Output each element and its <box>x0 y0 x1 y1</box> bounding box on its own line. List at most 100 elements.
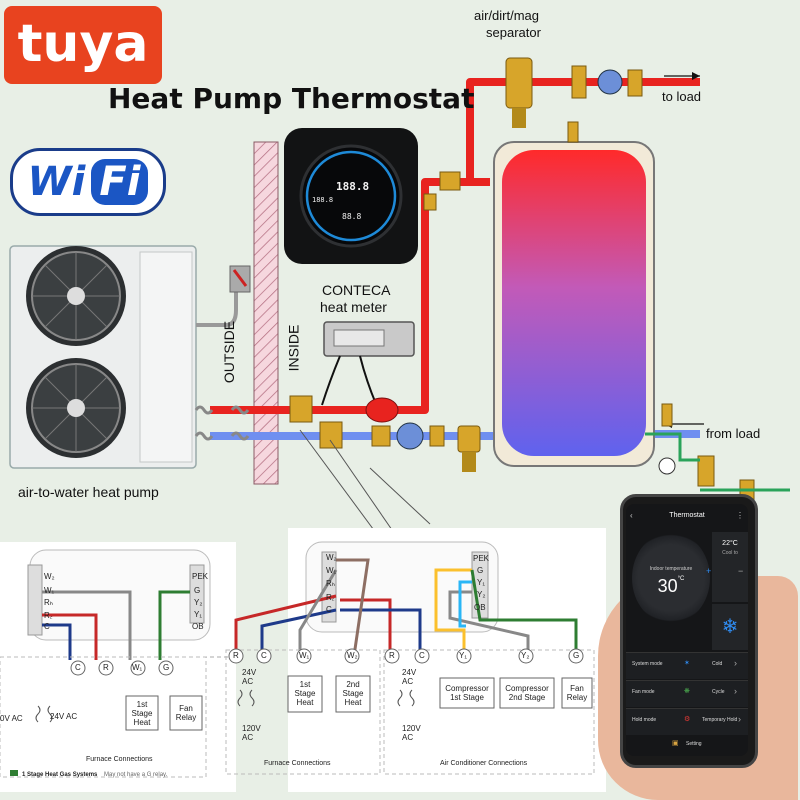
row-system-mode-label: System mode <box>632 661 663 667</box>
chevron-right-icon: › <box>734 658 737 668</box>
mid-node-c-1: C <box>261 651 267 660</box>
mid-ac-caption: Air Conditioner Connections <box>440 760 528 767</box>
wall <box>253 141 279 485</box>
row-hold-mode-label: Hold mode <box>632 717 657 723</box>
setpoint-panel <box>712 532 748 602</box>
thermostat-device <box>284 128 418 264</box>
indoor-dial <box>632 532 710 624</box>
mid-terminal-pek: PEK <box>473 554 490 563</box>
left-box-fan-relay: Fan Relay <box>175 704 197 722</box>
mid-volt-120-2: 120V AC <box>402 724 421 742</box>
mid-box-2nd-stage-heat: 2nd Stage Heat <box>342 680 364 707</box>
indoor-value: 30°C <box>657 576 685 596</box>
mid-terminal-rh: Rₕ <box>326 579 336 588</box>
left-node-w1: W₁ <box>132 663 143 672</box>
mid-box-compressor-2nd: Compressor 2nd Stage <box>505 684 549 702</box>
left-terminal-g: G <box>194 586 201 595</box>
separator-label-1: air/dirt/mag <box>474 8 540 23</box>
left-caption: Furnace Connections <box>86 756 153 763</box>
phone-screen: Thermostat ‹ ⋮ Indoor temperature 30°C 2… <box>626 504 748 756</box>
thermostat-display-bottom: 88.8 <box>342 212 362 221</box>
back-icon[interactable]: ‹ <box>630 511 633 520</box>
row-fan-mode[interactable]: Fan mode ❋ Cycle › <box>626 680 748 707</box>
left-volt-left: 0V AC <box>0 714 23 723</box>
mid-node-r-1: R <box>233 651 239 660</box>
separator-label-2: separator <box>486 25 541 40</box>
cube-icon: ▣ <box>672 740 679 747</box>
setpoint-label: Cool to <box>722 550 738 556</box>
thermostat-display-top: 188.8 <box>336 180 370 193</box>
left-volt-24: 24V AC <box>50 712 78 721</box>
mid-node-c-2: C <box>419 651 425 660</box>
chevron-right-icon: › <box>734 686 737 696</box>
mid-node-w2: W₂ <box>347 651 358 660</box>
legend-text: 1 Stage Heat Gas Systems <box>22 772 98 778</box>
mid-terminal-y1: Y₁ <box>477 578 486 587</box>
to-load-label: to load <box>662 89 702 104</box>
storage-tank <box>493 141 655 467</box>
setpoint-value: 22°C <box>722 540 738 547</box>
row-hold-mode-value: Temporary Hold <box>702 717 738 723</box>
mid-terminal-g: G <box>477 566 484 575</box>
left-node-r: R <box>103 663 109 672</box>
mid-node-r-2: R <box>389 651 395 660</box>
mid-terminal-ob: OB <box>474 603 486 612</box>
left-node-g: G <box>163 663 170 672</box>
mid-node-y1: Y₁ <box>459 651 468 660</box>
indoor-label: Indoor temperature <box>649 566 693 572</box>
left-terminal-y2: Y₂ <box>194 598 203 607</box>
mid-furnace-caption: Furnace Connections <box>264 760 331 767</box>
row-system-mode-value: Cold <box>712 661 723 667</box>
phone-header: Thermostat <box>669 512 705 519</box>
mid-box-compressor-1st: Compressor 1st Stage <box>445 684 489 702</box>
mid-terminal-y2: Y₂ <box>477 590 486 599</box>
mid-volt-120-1: 120V AC <box>242 724 261 742</box>
mid-volt-24-2: 24V AC <box>402 668 417 686</box>
decrease-icon[interactable]: − <box>738 566 744 576</box>
left-terminal-w1: W₁ <box>44 586 55 595</box>
more-icon[interactable]: ⋮ <box>736 511 744 520</box>
mid-terminal-w2: W₂ <box>326 553 337 562</box>
left-terminal-rh: Rₕ <box>44 598 54 607</box>
row-hold-mode[interactable]: Hold mode ⚙ Temporary Hold › <box>626 708 748 735</box>
thermostat-display-mid: 188.8 <box>312 196 334 204</box>
fan-icon: ❋ <box>684 688 690 695</box>
row-system-mode[interactable]: System mode ✶ Cold › <box>626 652 748 679</box>
from-load-label: from load <box>706 426 761 441</box>
mid-node-w1: W₁ <box>299 651 310 660</box>
increase-icon[interactable]: + <box>706 566 712 576</box>
settings-label: Setting <box>686 741 702 747</box>
pipe-fittings <box>289 395 755 501</box>
heat-meter-label-1: CONTECA <box>322 282 391 298</box>
tuya-logo: tuya <box>4 6 162 84</box>
heat-meter-label-2: heat meter <box>320 299 387 315</box>
left-node-c: C <box>75 663 81 672</box>
chevron-right-icon: › <box>738 714 741 724</box>
left-terminal-w2: W₂ <box>44 572 55 581</box>
mid-box-1st-stage-heat: 1st Stage Heat <box>294 680 316 707</box>
left-terminal-rc: R꜀ <box>44 611 53 620</box>
separator-fitting <box>505 57 643 143</box>
wifi-logo-right: Fi <box>91 159 149 205</box>
mid-box-fan-relay: Fan Relay <box>566 684 588 702</box>
mid-terminal-rc: R꜀ <box>326 593 335 602</box>
settings-button[interactable]: ▣ Setting <box>626 736 748 756</box>
left-box-1st-stage-heat: 1st Stage Heat <box>131 700 153 727</box>
left-terminal-ob: OB <box>192 622 204 631</box>
left-terminal-c: C <box>44 622 50 631</box>
mid-volt-24-1: 24V AC <box>242 668 257 686</box>
mid-node-y2: Y₂ <box>521 651 530 660</box>
page-title: Heat Pump Thermostat <box>108 82 475 115</box>
snowflake-icon[interactable]: ❄ <box>712 604 748 650</box>
heat-pump-unit <box>9 245 197 469</box>
legend-note: May not have a G relay. <box>104 772 168 778</box>
left-terminal-pek: PEK <box>192 572 209 581</box>
wifi-logo: Wi Fi <box>10 148 166 216</box>
mid-terminal-c: C <box>326 605 332 614</box>
wifi-logo-left: Wi <box>27 159 86 205</box>
row-fan-mode-label: Fan mode <box>632 689 655 695</box>
row-fan-mode-value: Cycle <box>712 689 725 695</box>
mid-terminal-w1: W₁ <box>326 566 337 575</box>
